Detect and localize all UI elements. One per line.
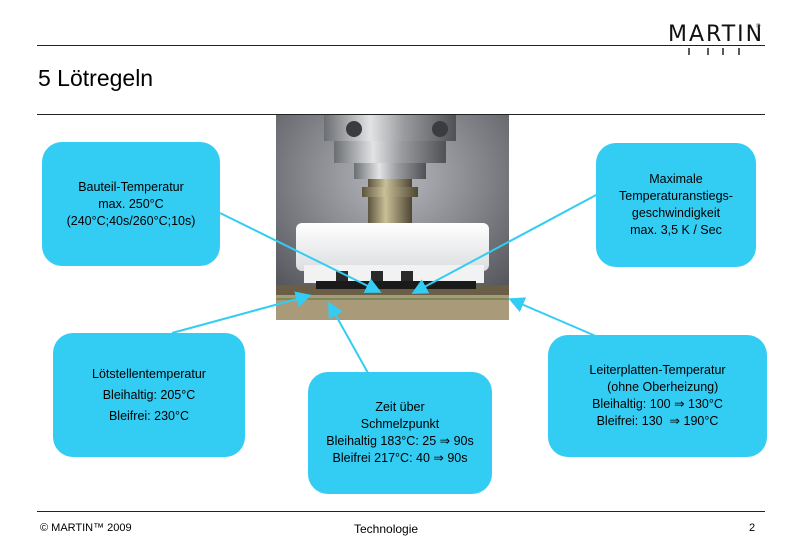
footer-copyright: © MARTIN™ 2009 <box>40 522 132 534</box>
callout-line: Temperaturanstiegs- <box>619 189 733 203</box>
logo-ticks <box>688 48 740 55</box>
callout-line: Bleihaltig 183°C: 25 ⇒ 90s <box>326 434 474 448</box>
arrow-leiterplatte <box>508 297 599 338</box>
martin-logo: MARTIN ® <box>668 22 768 56</box>
callout-line: Bleihaltig: 100 ⇒ 130°C <box>592 397 723 411</box>
soldering-photo <box>276 115 509 320</box>
callout-line: max. 3,5 K / Sec <box>630 223 722 237</box>
callout-zeit-schmelzpunkt: Zeit über Schmelzpunkt Bleihaltig 183°C:… <box>308 372 492 494</box>
arrow-bauteil <box>219 212 382 293</box>
page-title: 5 Lötregeln <box>38 65 154 91</box>
callout-line: Bauteil-Temperatur <box>78 179 184 194</box>
callout-line: max. 250°C <box>98 196 164 211</box>
header-rule <box>37 45 765 46</box>
arrow-zeit <box>328 301 369 374</box>
callout-line: Maximale <box>649 172 703 186</box>
callout-line: Lötstellentemperatur <box>92 366 206 381</box>
callout-line: Zeit über <box>375 400 425 414</box>
callout-line: Schmelzpunkt <box>360 417 440 431</box>
callout-line: Bleifrei: 230°C <box>108 408 190 423</box>
footer-rule <box>37 511 765 512</box>
callout-leiterplatten-temperatur: Leiterplatten-Temperatur (ohne Oberheizu… <box>548 335 767 457</box>
callout-line: (ohne Oberheizung) <box>596 380 719 394</box>
callout-line: Bleihaltig: 205°C <box>102 387 196 402</box>
title-rule <box>37 114 765 115</box>
page-number: 2 <box>749 522 756 534</box>
callout-loetstellentemperatur: Lötstellentemperatur Bleihaltig: 205°C B… <box>53 333 245 457</box>
callout-line: Bleifrei: 130 ⇒ 190°C <box>596 414 719 428</box>
callout-line: Bleifrei 217°C: 40 ⇒ 90s <box>332 451 468 465</box>
logo-registered-mark: ® <box>756 24 761 30</box>
callout-temperaturanstieg: Maximale Temperaturanstiegs- geschwindig… <box>596 143 756 267</box>
logo-wordmark: MARTIN <box>668 22 765 47</box>
footer-section: Technologie <box>354 522 419 536</box>
arrow-rate <box>411 193 599 294</box>
callout-bauteil-temperatur: Bauteil-Temperatur max. 250°C (240°C;40s… <box>42 142 220 266</box>
arrow-loetstelle <box>171 291 312 334</box>
callout-line: (240°C;40s/260°C;10s) <box>66 213 196 228</box>
callout-line: geschwindigkeit <box>631 206 721 220</box>
callout-line: Leiterplatten-Temperatur <box>589 363 726 377</box>
